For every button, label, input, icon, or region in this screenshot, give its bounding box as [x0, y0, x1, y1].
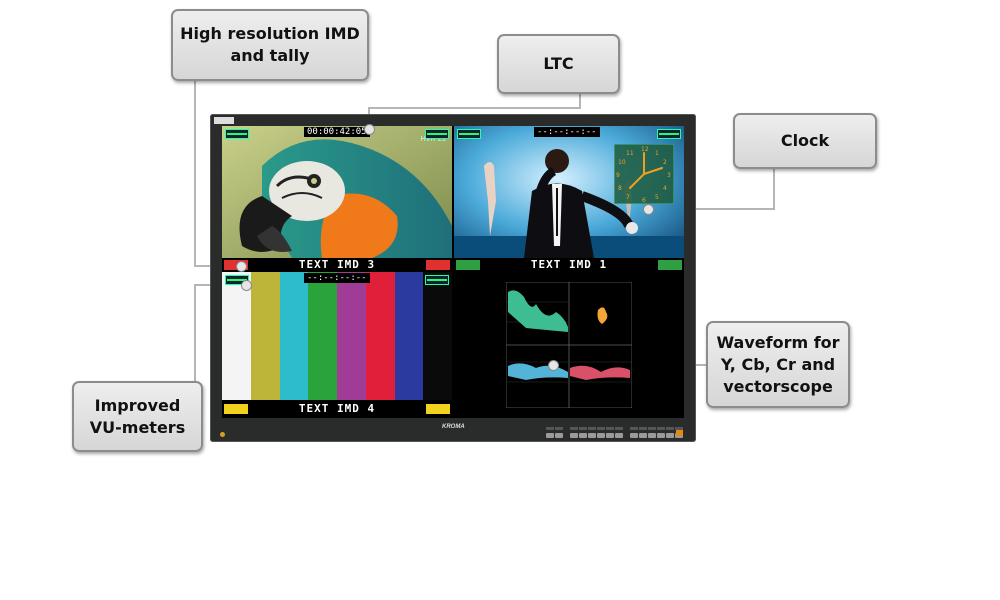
svg-text:2: 2: [663, 159, 667, 166]
waveform-dot: [548, 360, 559, 371]
vu-meter-left: [457, 129, 481, 139]
control-button[interactable]: [546, 433, 554, 438]
control-button[interactable]: [597, 433, 605, 438]
control-button-icon: [606, 427, 614, 430]
color-bar: [423, 272, 452, 400]
control-button-icon: [657, 427, 665, 430]
imd-label: TEXT IMD 4: [222, 402, 452, 416]
svg-text:3: 3: [667, 172, 671, 179]
ltc-dot: [364, 124, 375, 135]
imd-leader-v: [194, 80, 196, 267]
control-button-icon: [570, 427, 578, 430]
vu-dot: [241, 280, 252, 291]
svg-text:9: 9: [616, 172, 620, 179]
broadcast-monitor: 00:00:42:05 HVR-Z1 TEXT IMD 3: [210, 114, 696, 442]
color-bar: [279, 272, 309, 400]
control-button-icon: [648, 427, 656, 430]
control-button-icon: [615, 427, 623, 430]
waveform-scope: [506, 282, 632, 408]
quad-top-left: 00:00:42:05 HVR-Z1 TEXT IMD 3: [222, 126, 452, 272]
control-button[interactable]: [630, 433, 638, 438]
monitor-logo: [214, 117, 234, 124]
svg-text:10: 10: [618, 159, 626, 166]
parrot-image: [222, 126, 452, 258]
control-button[interactable]: [606, 433, 614, 438]
tally-right: [658, 260, 682, 270]
callout-clock: Clock: [733, 113, 877, 169]
timecode: --:--:--:--: [304, 273, 370, 283]
control-button-icon: [639, 427, 647, 430]
monitor-screen: 00:00:42:05 HVR-Z1 TEXT IMD 3: [222, 126, 684, 418]
control-button[interactable]: [648, 433, 656, 438]
svg-text:6: 6: [642, 197, 646, 204]
color-bars: [222, 272, 452, 400]
control-button[interactable]: [657, 433, 665, 438]
vu-leader-v: [194, 284, 196, 382]
control-button-icon: [630, 427, 638, 430]
vu-meter-left: [225, 129, 249, 139]
ltc-leader-h: [368, 107, 581, 109]
vu-meter-right: [425, 275, 449, 285]
imd-label: TEXT IMD 3: [222, 258, 452, 272]
tally-left: [456, 260, 480, 270]
ltc-timecode: 00:00:42:05: [304, 127, 370, 137]
corner-text: HVR-Z1: [420, 136, 446, 143]
control-button[interactable]: [579, 433, 587, 438]
headphone-jack[interactable]: [220, 432, 225, 437]
callout-waveform: Waveform for Y, Cb, Cr and vectorscope: [706, 321, 850, 408]
power-button[interactable]: [676, 430, 683, 436]
quad-bottom-left: --:--:--:-- TEXT IMD 4: [222, 272, 452, 418]
control-button[interactable]: [639, 433, 647, 438]
control-buttons: [546, 426, 683, 440]
control-button[interactable]: [615, 433, 623, 438]
clock-dot: [643, 204, 654, 215]
control-button-icon: [555, 427, 563, 430]
svg-text:1: 1: [655, 150, 659, 157]
color-bar: [394, 272, 424, 400]
control-button[interactable]: [570, 433, 578, 438]
svg-text:12: 12: [641, 146, 649, 153]
clock-leader-h: [648, 208, 775, 210]
color-bar: [365, 272, 395, 400]
svg-text:5: 5: [655, 194, 659, 201]
imd-label: TEXT IMD 1: [454, 258, 684, 272]
imd-dot: [236, 261, 247, 272]
clock-leader-v: [773, 168, 775, 210]
tally-right: [426, 404, 450, 414]
vu-meter-right: [425, 129, 449, 139]
control-button-icon: [666, 427, 674, 430]
callout-vu-meters: Improved VU-meters: [72, 381, 203, 452]
vu-meter-right: [657, 129, 681, 139]
color-bar: [337, 272, 366, 400]
svg-text:7: 7: [626, 194, 630, 201]
control-button-icon: [588, 427, 596, 430]
callout-ltc: LTC: [497, 34, 620, 94]
svg-text:8: 8: [618, 185, 622, 192]
timecode: --:--:--:--: [534, 127, 600, 137]
brand-logo: KROMA: [442, 424, 465, 430]
color-bar: [222, 272, 251, 400]
control-button[interactable]: [588, 433, 596, 438]
callout-imd-tally: High resolution IMD and tally: [171, 9, 369, 81]
color-bar: [250, 272, 280, 400]
tally-left: [224, 404, 248, 414]
control-button-icon: [546, 427, 554, 430]
control-button-icon: [675, 427, 683, 430]
svg-text:4: 4: [663, 185, 667, 192]
tally-right: [426, 260, 450, 270]
svg-text:11: 11: [626, 150, 634, 157]
control-button-icon: [597, 427, 605, 430]
quad-bottom-right: [454, 272, 684, 418]
color-bar: [308, 272, 337, 400]
control-button[interactable]: [666, 433, 674, 438]
control-button-icon: [579, 427, 587, 430]
control-button[interactable]: [555, 433, 563, 438]
ltc-leader-v: [579, 93, 581, 108]
